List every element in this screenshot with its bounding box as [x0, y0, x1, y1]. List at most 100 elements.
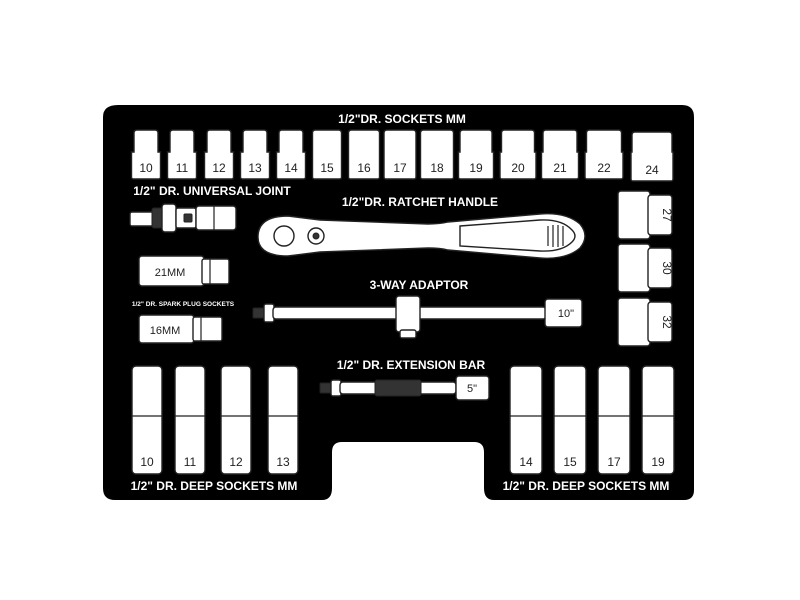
spark-plug-size-label: 21MM	[155, 267, 186, 279]
standard-socket-17: 17	[383, 129, 417, 180]
socket-body	[220, 365, 252, 475]
socket-body	[174, 365, 206, 475]
t-bar-adaptor-icon: 10"	[252, 295, 583, 339]
deep-socket-10: 10	[131, 365, 163, 475]
socket-size-label: 10	[139, 161, 153, 175]
socket-size-label: 11	[184, 455, 197, 469]
deep-sockets-right-row: 14 15 17 19	[509, 365, 675, 475]
socket-body	[267, 365, 299, 475]
socket-body	[311, 129, 343, 180]
socket-body	[617, 190, 651, 240]
deep-socket-19: 19	[641, 365, 675, 475]
deep-socket-13: 13	[267, 365, 299, 475]
large-socket-27: 27	[617, 190, 674, 240]
standard-socket-13: 13	[239, 129, 271, 180]
universal-joint-label: 1/2" DR. UNIVERSAL JOINT	[133, 184, 291, 198]
socket-body	[499, 129, 537, 180]
standard-socket-14: 14	[275, 129, 307, 180]
socket-size-label: 22	[597, 161, 611, 175]
standard-socket-11: 11	[166, 129, 198, 180]
standard-socket-21: 21	[540, 129, 580, 180]
socket-size-label: 13	[248, 161, 262, 175]
socket-body	[166, 129, 198, 180]
deep-socket-14: 14	[509, 365, 543, 475]
socket-size-label: 14	[284, 161, 298, 175]
deep-socket-17: 17	[597, 365, 631, 475]
deep-socket-11: 11	[174, 365, 206, 475]
spark-plug-size-label: 16MM	[150, 325, 181, 337]
socket-size-label: 12	[229, 455, 243, 469]
socket-size-label: 19	[469, 161, 483, 175]
socket-body	[457, 129, 495, 180]
spark-plug-socket-21mm: 21MM	[138, 255, 230, 287]
socket-size-label: 27	[660, 208, 674, 222]
deep-socket-15: 15	[553, 365, 587, 475]
socket-size-label: 24	[645, 163, 659, 177]
socket-body	[630, 131, 674, 182]
socket-body	[617, 243, 651, 293]
large-socket-30: 30	[617, 243, 674, 293]
socket-size-label: 15	[563, 455, 577, 469]
socket-size-label: 13	[276, 455, 290, 469]
socket-size-label: 32	[660, 315, 674, 329]
socket-body	[275, 129, 307, 180]
socket-size-label: 20	[511, 161, 525, 175]
deep-sockets-right-label: 1/2" DR. DEEP SOCKETS MM	[503, 479, 670, 493]
socket-size-label: 30	[660, 261, 674, 275]
standard-sockets-row: 10 11 12 13 14 15 16 17 18 19 20 21 22 24	[130, 129, 674, 182]
socket-body	[383, 129, 417, 180]
deep-sockets-left-label: 1/2" DR. DEEP SOCKETS MM	[131, 479, 298, 493]
socket-body	[509, 365, 543, 475]
socket-body	[641, 365, 675, 475]
standard-socket-20: 20	[499, 129, 537, 180]
socket-body	[584, 129, 624, 180]
standard-sockets-label: 1/2"DR. SOCKETS MM	[338, 112, 466, 126]
socket-body	[130, 129, 162, 180]
socket-body	[647, 247, 673, 289]
socket-body	[553, 365, 587, 475]
standard-socket-18: 18	[419, 129, 455, 180]
socket-body	[239, 129, 271, 180]
extension-bar-size-label: 10"	[558, 308, 574, 320]
socket-size-label: 21	[553, 161, 567, 175]
large-sockets-column: 27 30 32	[617, 190, 674, 347]
socket-size-label: 11	[176, 161, 189, 175]
socket-size-label: 15	[320, 161, 334, 175]
universal-joint-icon	[129, 203, 237, 233]
extension-bar-icon: 5"	[319, 375, 490, 401]
large-socket-32: 32	[617, 297, 674, 347]
standard-socket-22: 22	[584, 129, 624, 180]
socket-size-label: 17	[607, 455, 621, 469]
ratchet-handle-icon	[257, 213, 586, 259]
standard-socket-15: 15	[311, 129, 343, 180]
socket-body	[419, 129, 455, 180]
socket-body	[597, 365, 631, 475]
deep-sockets-left-row: 10 11 12 13	[131, 365, 299, 475]
socket-body	[203, 129, 235, 180]
standard-socket-10: 10	[130, 129, 162, 180]
standard-socket-24: 24	[630, 131, 674, 182]
socket-size-label: 14	[519, 455, 533, 469]
socket-body	[347, 129, 381, 180]
socket-size-label: 18	[430, 161, 444, 175]
socket-size-label: 10	[140, 455, 154, 469]
socket-body	[617, 297, 651, 347]
extension-bar-size-label: 5"	[467, 383, 477, 395]
ratchet-handle-label: 1/2"DR. RATCHET HANDLE	[342, 195, 498, 209]
adaptor-label: 3-WAY ADAPTOR	[370, 278, 469, 292]
standard-socket-16: 16	[347, 129, 381, 180]
socket-body	[540, 129, 580, 180]
spark-plug-socket-16mm: 16MM	[138, 314, 223, 344]
extension-bar-label: 1/2" DR. EXTENSION BAR	[337, 358, 486, 372]
socket-body	[647, 194, 673, 236]
socket-body	[131, 365, 163, 475]
socket-size-label: 17	[393, 161, 407, 175]
socket-body	[647, 301, 673, 343]
standard-socket-19: 19	[457, 129, 495, 180]
spark-plug-sockets-label: 1/2" DR. SPARK PLUG SOCKETS	[132, 301, 235, 308]
deep-socket-12: 12	[220, 365, 252, 475]
socket-size-label: 16	[357, 161, 371, 175]
socket-size-label: 12	[212, 161, 226, 175]
socket-size-label: 19	[651, 455, 665, 469]
